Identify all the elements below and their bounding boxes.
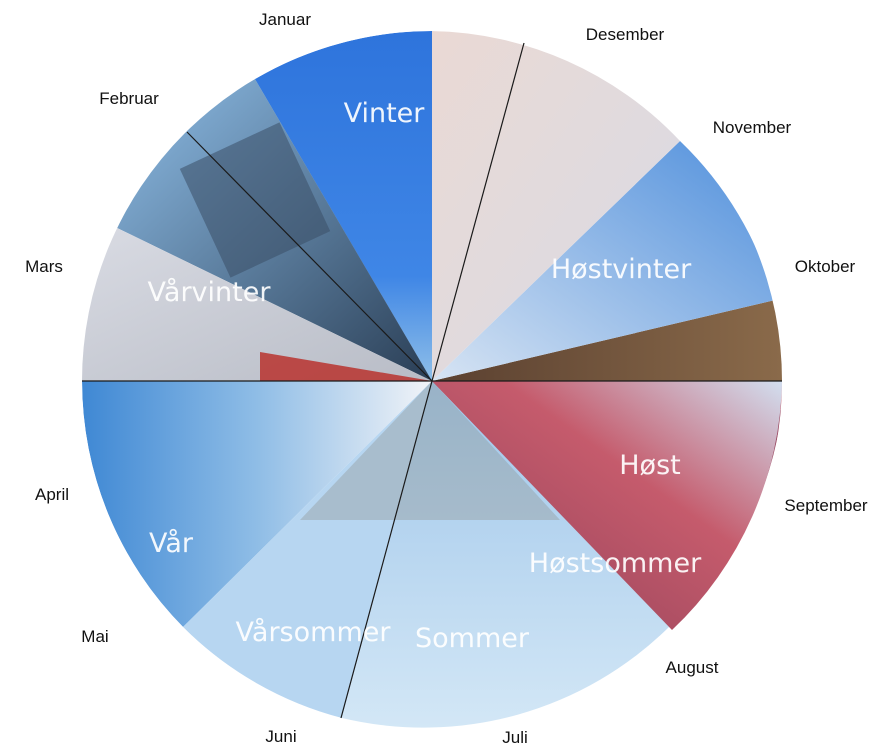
season-slice-varsommer xyxy=(183,381,432,718)
photo-bridge-structure xyxy=(300,381,560,520)
divider-februar xyxy=(186,131,433,382)
month-labels: Januar Februar Mars April Mai Juni Juli … xyxy=(25,10,868,747)
season-label-varsommer: Vårsommer xyxy=(236,617,392,648)
season-label-var: Vår xyxy=(149,528,194,559)
month-label-februar: Februar xyxy=(99,89,159,108)
month-label-desember: Desember xyxy=(586,25,665,44)
photo-red-ship xyxy=(260,352,432,381)
season-label-sommer: Sommer xyxy=(415,623,530,654)
divider-desember xyxy=(431,42,525,382)
season-slice-varvinter xyxy=(82,226,432,381)
month-label-januar: Januar xyxy=(259,10,311,29)
divider-juli xyxy=(340,380,433,719)
month-label-juli: Juli xyxy=(502,728,528,747)
season-labels: Vinter Vårvinter Vår Vårsommer Sommer Hø… xyxy=(148,98,703,654)
season-slice-hostvinter xyxy=(432,141,775,381)
season-slice-sommer xyxy=(342,381,670,728)
season-slice-host-wide xyxy=(432,381,782,630)
month-label-mars: Mars xyxy=(25,257,63,276)
month-label-august: August xyxy=(666,658,719,677)
month-label-april: April xyxy=(35,485,69,504)
season-label-vinter: Vinter xyxy=(344,98,426,129)
season-slice-desember xyxy=(432,31,680,381)
season-label-hostsommer: Høstsommer xyxy=(529,548,702,579)
divider-lines xyxy=(82,42,782,719)
month-label-juni: Juni xyxy=(265,727,296,746)
season-label-hostvinter: Høstvinter xyxy=(551,254,692,285)
month-label-september: September xyxy=(784,496,867,515)
season-label-host: Høst xyxy=(619,450,680,481)
month-label-oktober: Oktober xyxy=(795,257,856,276)
season-slice-vinter-wide xyxy=(255,31,432,381)
season-slice-var xyxy=(82,381,432,627)
season-label-varvinter: Vårvinter xyxy=(148,277,272,308)
month-label-november: November xyxy=(713,118,792,137)
season-slice-oktober xyxy=(432,300,782,381)
month-label-mai: Mai xyxy=(81,627,108,646)
